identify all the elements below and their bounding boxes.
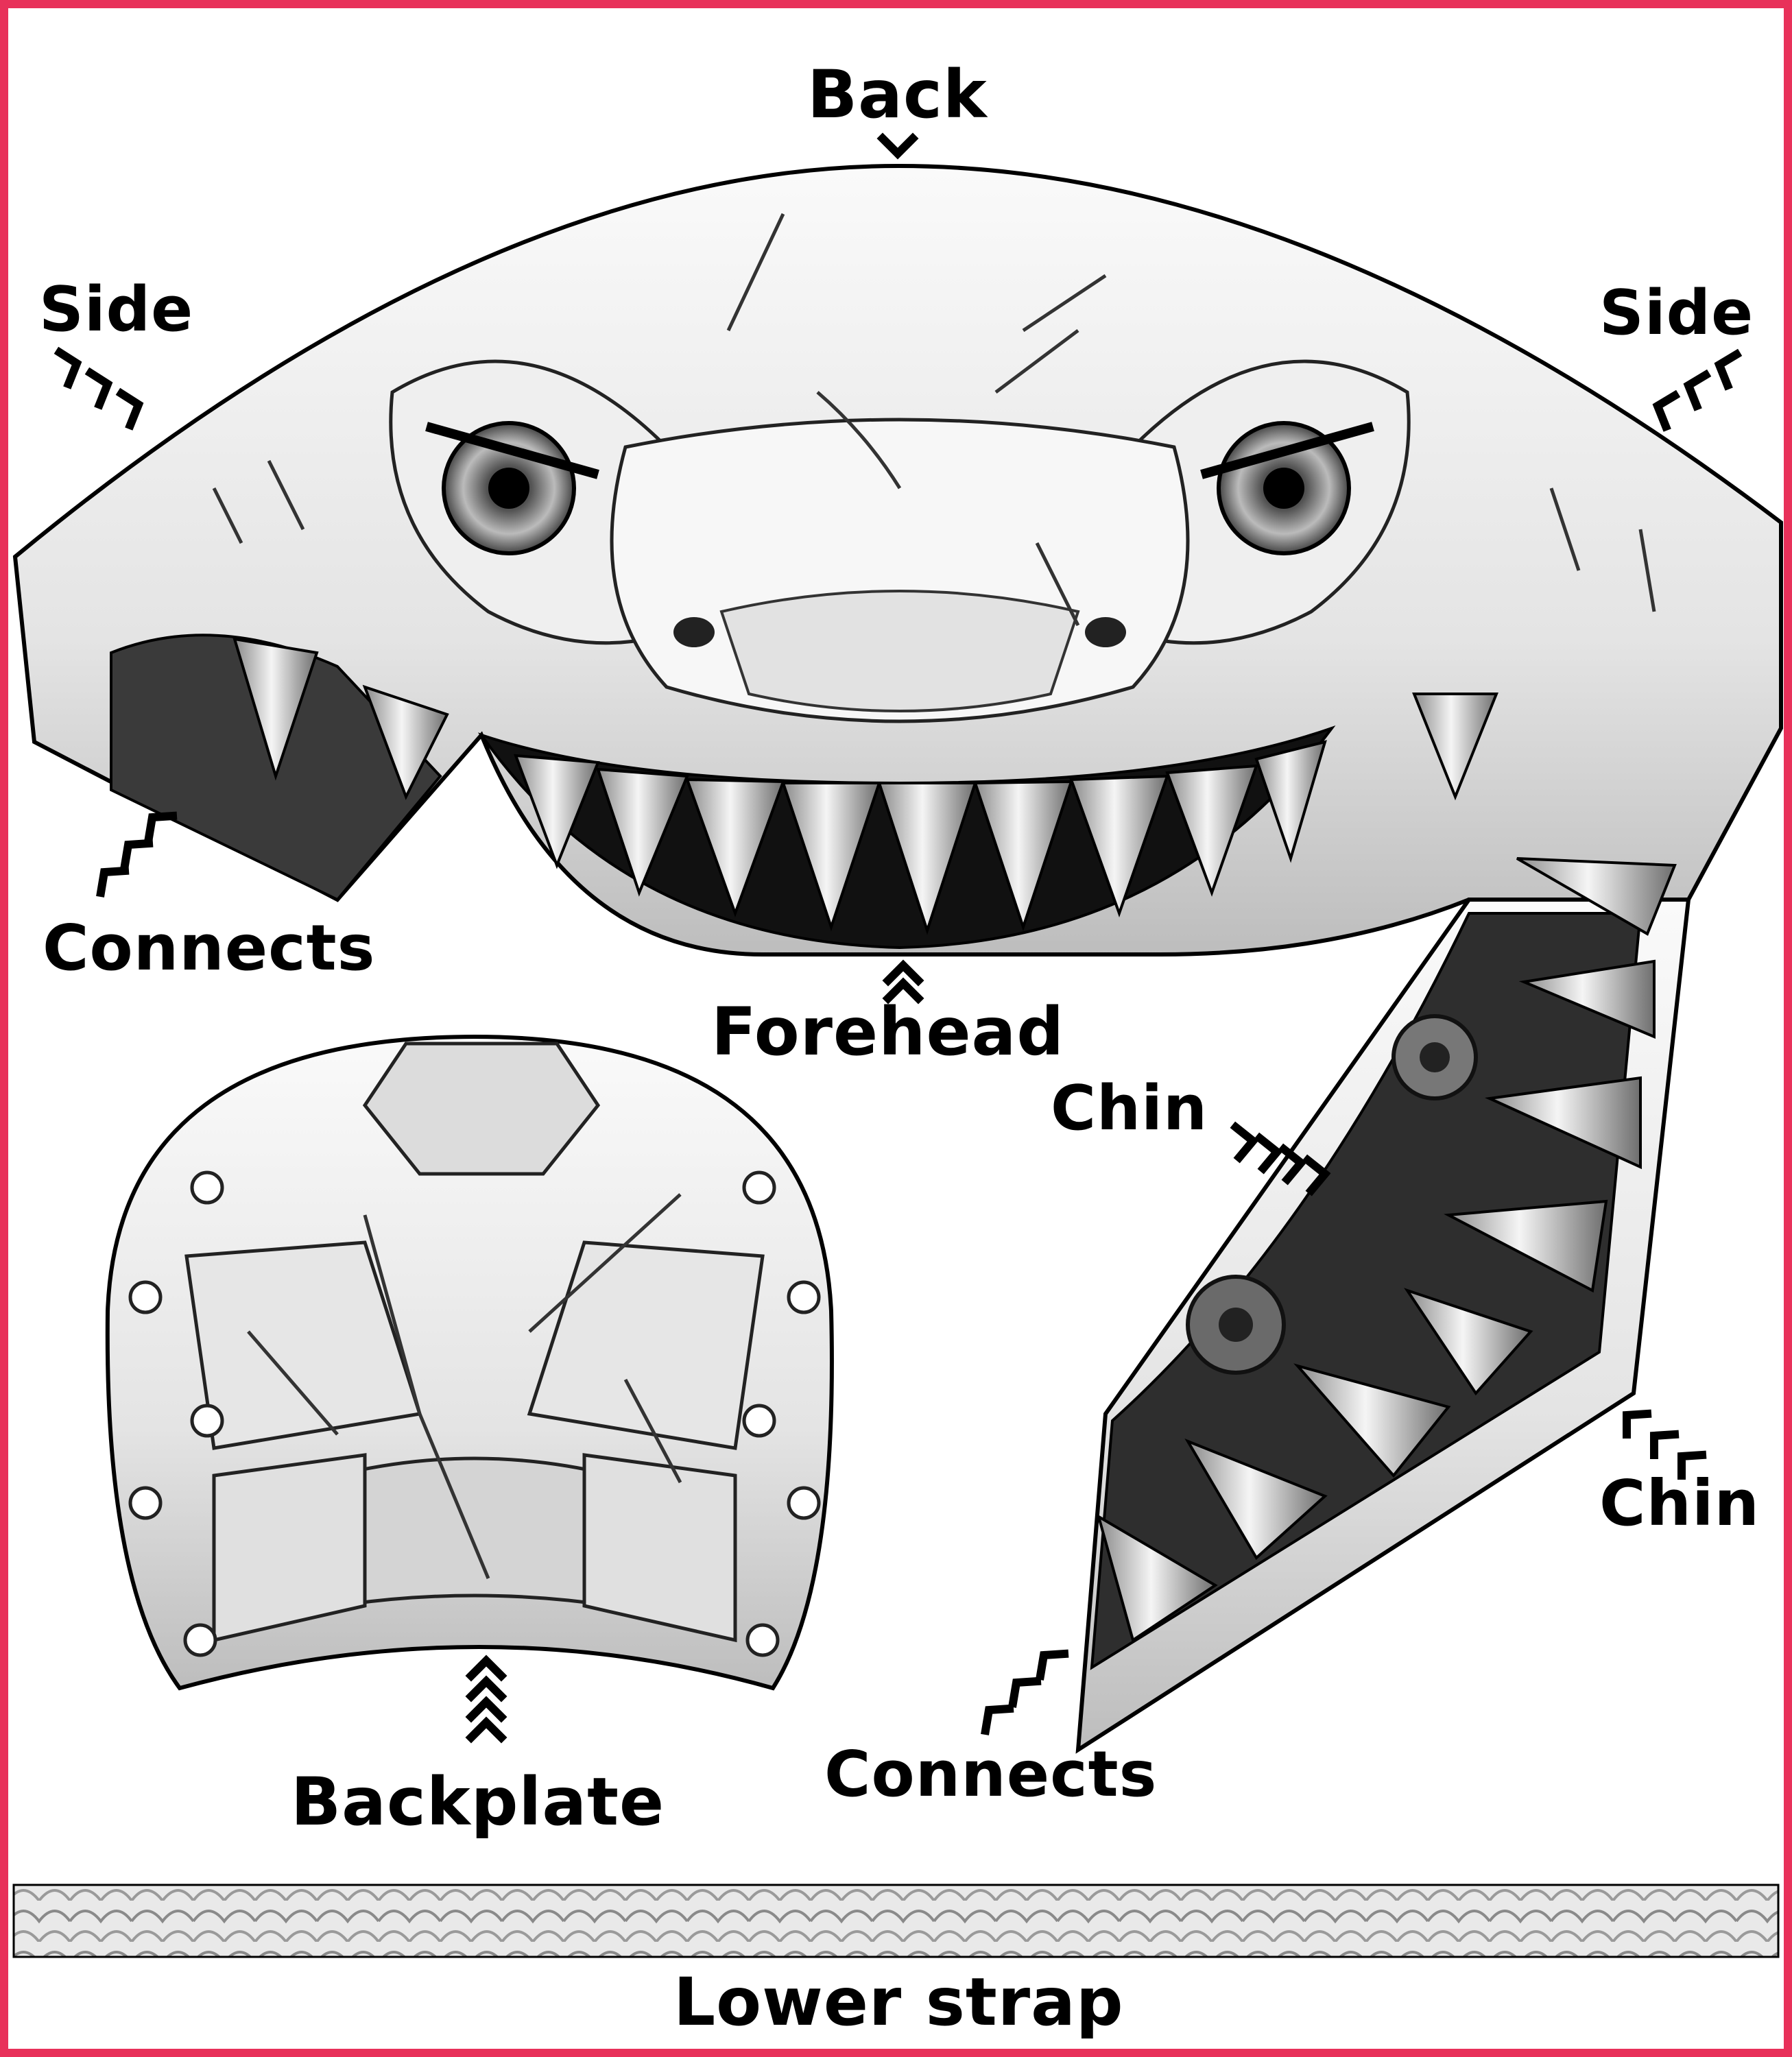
chin-piece — [1075, 857, 1691, 1754]
lower-strap-label: Lower strap — [673, 1964, 1124, 2041]
side-right-label: Side — [1599, 277, 1754, 349]
right-nostril — [1085, 617, 1126, 647]
connects-right-label: Connects — [824, 1737, 1158, 1811]
forehead-label: Forehead — [711, 994, 1065, 1070]
chevron-right-icon — [1230, 1121, 1331, 1196]
rivets — [128, 1170, 821, 1657]
chevron-down-icon — [876, 132, 919, 160]
chevron-down-left-icon — [1652, 348, 1743, 432]
chevron-down-right-icon — [53, 346, 144, 431]
left-eye — [425, 421, 599, 555]
backplate-piece — [105, 1034, 834, 1691]
right-eye — [1200, 421, 1374, 555]
chevron-up-right-icon — [96, 811, 178, 898]
scratch-marks — [247, 1193, 682, 1579]
connects-left-label: Connects — [43, 911, 376, 985]
upper-teeth — [232, 637, 1498, 935]
chin-spikes — [1096, 857, 1677, 1643]
back-label: Back — [807, 56, 988, 133]
chin-right-label: Chin — [1599, 1467, 1760, 1540]
template-artwork — [12, 132, 1783, 1958]
chevron-up-icon — [882, 959, 924, 1005]
side-left-label: Side — [39, 274, 194, 346]
scratch-marks — [212, 213, 1656, 627]
chevron-up-right-icon — [981, 1649, 1069, 1735]
forehead-piece — [12, 163, 1783, 957]
chevron-up-left-icon — [1623, 1409, 1707, 1480]
lower-strap-piece — [12, 1884, 1780, 1958]
backplate-label: Backplate — [291, 1764, 665, 1840]
chevron-up-icon — [465, 1655, 507, 1744]
left-nostril — [673, 617, 715, 647]
chin-mid-label: Chin — [1051, 1072, 1208, 1144]
